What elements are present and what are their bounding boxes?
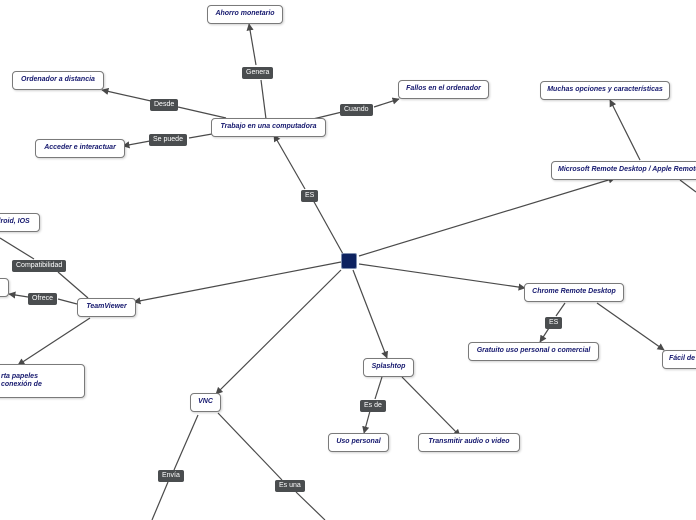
link-envia-down bbox=[151, 481, 169, 520]
link-splashtop-transmitir bbox=[401, 376, 461, 437]
relation-envia[interactable]: Envía bbox=[158, 470, 184, 482]
node-gratuito-uso[interactable]: Gratuito uso personal o comercial bbox=[468, 342, 599, 361]
relation-es-de[interactable]: Es de bbox=[360, 400, 386, 412]
link-trabajo-cuando bbox=[312, 111, 343, 120]
node-partial-left[interactable] bbox=[0, 278, 9, 297]
link-trabajo-desde bbox=[177, 106, 227, 119]
link-trabajo-genera bbox=[260, 79, 267, 120]
node-android-ios[interactable]: droid, IOS bbox=[0, 213, 40, 232]
link-genera-ahorro bbox=[246, 23, 257, 66]
link-cuando-fallos bbox=[373, 97, 400, 108]
node-ordenador-a-distancia[interactable]: Ordenador a distancia bbox=[12, 71, 104, 90]
relation-es-main[interactable]: ES bbox=[301, 190, 319, 202]
node-chrome-remote-desktop[interactable]: Chrome Remote Desktop bbox=[524, 283, 624, 302]
link-splashtop-esde bbox=[374, 376, 383, 400]
link-ofrece-left bbox=[8, 291, 29, 299]
relation-es-chrome[interactable]: ES bbox=[545, 317, 563, 329]
link-esde-uso bbox=[362, 410, 371, 434]
node-transmitir-audio[interactable]: Transmitir audio o video bbox=[418, 433, 520, 452]
link-central-es bbox=[312, 199, 344, 255]
relation-es-una[interactable]: Es una bbox=[275, 480, 305, 492]
node-trabajo-en-una-computadora[interactable]: Trabajo en una computadora bbox=[211, 118, 326, 137]
link-vnc-esuna bbox=[217, 412, 283, 481]
node-microsoft-remote-desktop[interactable]: Microsoft Remote Desktop / Apple Remote bbox=[551, 161, 696, 180]
link-chrome-es bbox=[555, 302, 566, 317]
link-central-splashtop bbox=[352, 269, 389, 359]
link-vnc-envia bbox=[173, 414, 199, 471]
link-chrome-facil bbox=[596, 302, 665, 351]
node-facil-de[interactable]: Fácil de bbox=[662, 350, 696, 369]
link-compat-android bbox=[0, 237, 35, 260]
link-trabajo-sepuede bbox=[188, 133, 213, 139]
link-microsoft-muchas bbox=[609, 99, 641, 161]
link-es-trabajo bbox=[273, 134, 306, 190]
link-teamviewer-compat bbox=[57, 271, 89, 299]
link-central-microsoft bbox=[358, 176, 616, 257]
central-topic-node[interactable] bbox=[341, 253, 357, 269]
node-uso-personal[interactable]: Uso personal bbox=[328, 433, 389, 452]
link-esuna-down bbox=[295, 491, 326, 520]
link-desde-ordenador bbox=[101, 87, 152, 102]
relation-cuando[interactable]: Cuando bbox=[340, 104, 373, 116]
relation-ofrece[interactable]: Ofrece bbox=[28, 293, 58, 305]
node-muchas-opciones[interactable]: Muchas opciones y características bbox=[540, 81, 670, 100]
node-teamviewer[interactable]: TeamViewer bbox=[77, 298, 136, 317]
relation-desde[interactable]: Desde bbox=[150, 99, 179, 111]
relation-se-puede[interactable]: Se puede bbox=[149, 134, 187, 146]
link-microsoft-right bbox=[679, 179, 696, 193]
link-sepuede-acceder bbox=[122, 140, 151, 149]
link-teamviewer-soporta bbox=[17, 317, 91, 366]
node-acceder-e-interactuar[interactable]: Acceder e interactuar bbox=[35, 139, 125, 158]
relation-compatibilidad[interactable]: Compatibilidad bbox=[12, 260, 67, 272]
node-splashtop[interactable]: Splashtop bbox=[363, 358, 414, 377]
node-vnc[interactable]: VNC bbox=[190, 393, 221, 412]
node-ahorro-monetario[interactable]: Ahorro monetario bbox=[207, 5, 283, 24]
node-soporta-papeles[interactable]: rta papeles conexión de bbox=[0, 364, 85, 398]
link-central-chrome bbox=[358, 263, 526, 291]
link-teamviewer-ofrece bbox=[57, 298, 78, 305]
link-es-gratuito bbox=[539, 327, 550, 343]
link-central-vnc bbox=[215, 269, 342, 395]
node-fallos-en-el-ordenador[interactable]: Fallos en el ordenador bbox=[398, 80, 489, 99]
link-central-teamviewer bbox=[133, 261, 342, 305]
relation-genera[interactable]: Genera bbox=[242, 67, 274, 79]
